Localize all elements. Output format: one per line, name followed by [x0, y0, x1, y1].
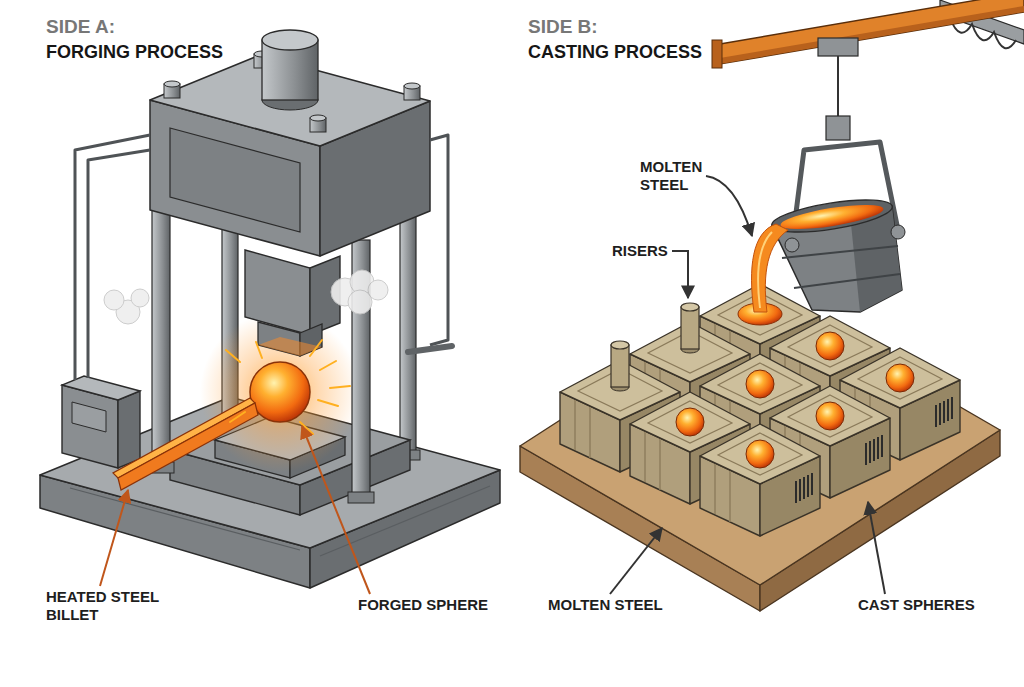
riser	[611, 345, 629, 387]
side-tag: SIDE B:	[528, 16, 748, 39]
leader-line	[868, 502, 885, 594]
tie-rod-nut	[164, 81, 180, 87]
heat-glow	[200, 312, 360, 472]
section-heading: FORGING PROCESS	[46, 42, 306, 64]
callout-label: FORGED SPHERE	[358, 596, 558, 614]
sand-mold	[700, 424, 820, 536]
callout-label: RISERS	[612, 242, 732, 260]
hoist-cable	[837, 56, 839, 118]
riser	[681, 303, 699, 311]
column-collar	[348, 492, 374, 503]
cast-sphere	[746, 440, 774, 468]
section-heading: CASTING PROCESS	[528, 42, 788, 64]
leader-line	[706, 176, 752, 236]
callout-label: HEATED STEEL BILLET	[46, 588, 171, 624]
leader-line	[672, 251, 688, 298]
cast-sphere	[676, 408, 704, 436]
leader-line	[302, 426, 370, 594]
hydraulic-cylinder	[262, 30, 318, 50]
callout-label: MOLTEN STEEL	[640, 158, 720, 194]
hydraulic-pipe	[75, 135, 150, 380]
trunnion	[891, 225, 905, 239]
beam-end	[712, 40, 722, 68]
press-column	[152, 200, 170, 470]
overhead-crane	[712, 0, 1024, 312]
riser	[611, 341, 629, 349]
callout-label: MOLTEN STEEL	[548, 596, 748, 614]
molten-steel	[779, 200, 885, 234]
crane-beam	[720, 6, 1024, 64]
steam	[104, 270, 388, 324]
riser	[681, 307, 699, 349]
trolley	[818, 38, 858, 56]
hydraulic-pipe	[430, 135, 448, 345]
pour-stream	[752, 224, 788, 312]
hook-block	[826, 116, 850, 140]
steel-billet	[118, 403, 258, 490]
sparks	[226, 340, 350, 434]
control-box	[118, 391, 140, 468]
forged-sphere	[250, 362, 310, 422]
lever	[408, 346, 452, 352]
callout-label: CAST SPHERES	[858, 596, 1018, 614]
tie-rod-nut	[404, 83, 420, 89]
cast-sphere	[746, 370, 774, 398]
ladle-rim	[770, 194, 895, 239]
steam-puff	[368, 280, 388, 300]
cast-sphere	[886, 364, 914, 392]
crane-beam	[720, 0, 1024, 64]
leader-line	[100, 490, 128, 586]
crown-panel	[170, 128, 300, 232]
trunnion	[785, 238, 799, 252]
steam-puff	[104, 290, 124, 310]
side-tag: SIDE A:	[46, 16, 266, 39]
pour-stream	[758, 232, 772, 308]
ram	[245, 250, 310, 335]
forging-press	[40, 30, 500, 594]
leaders-b	[610, 176, 885, 594]
cast-sphere	[816, 332, 844, 360]
steel-billet	[113, 398, 255, 478]
ladle-band	[782, 246, 900, 288]
tie-rod-nut	[310, 115, 326, 121]
leader-line	[610, 528, 662, 594]
steam-puff	[131, 289, 149, 307]
control-panel	[72, 402, 106, 432]
cast-sphere	[816, 402, 844, 430]
casting-floor	[520, 284, 1000, 611]
